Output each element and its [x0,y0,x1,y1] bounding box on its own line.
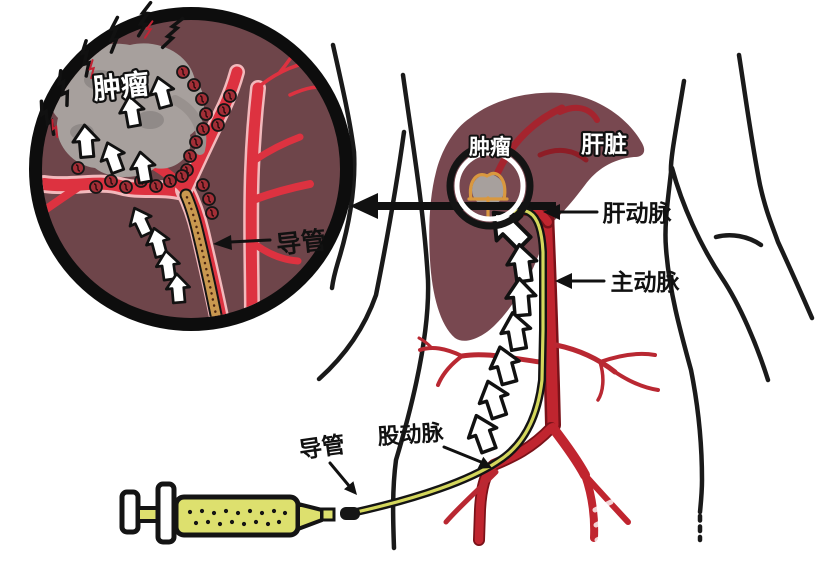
syringe [119,481,360,545]
liver-tumor [467,171,509,218]
hepatic-artery-label: 肝动脉 [603,200,673,226]
syringe-flange [155,481,177,545]
inset-tumor-label: 肿瘤 [91,67,150,105]
inset-catheter [179,188,226,318]
tumor-ring [446,142,534,230]
catheter-tube [348,206,548,517]
catheter-label: 导管 [297,431,346,463]
inset-catheter-label: 导管 [275,226,328,260]
aorta-label: 主动脉 [611,269,681,295]
watermark [592,499,616,543]
hepatic-artery-callout: 肝动脉 [543,200,673,226]
aorta-callout: 主动脉 [555,269,681,295]
syringe-tip [296,502,324,531]
embolic-dots-in-syringe [187,508,288,527]
syringe-barrel [173,494,301,538]
syringe-plunger-handle [119,489,141,535]
pelvic-arteries-right [553,342,660,402]
tumor-catheter-coil [467,171,509,218]
femoral-artery-label: 股动脉 [377,420,446,450]
liver-vessels [494,104,600,176]
bead-icon [176,65,190,79]
catheter-connector [340,507,360,520]
femoral-artery-callout: 股动脉 [377,420,492,469]
liver-tumor-label: 肿瘤 [469,135,511,159]
magnifier-inset: 肿瘤 导管 [29,0,353,331]
liver-label: 肝脏 [581,131,627,157]
inset-catheter-callout: 导管 [213,226,327,260]
catheter-callout: 导管 [297,431,357,495]
lightning-bolts [32,0,185,138]
